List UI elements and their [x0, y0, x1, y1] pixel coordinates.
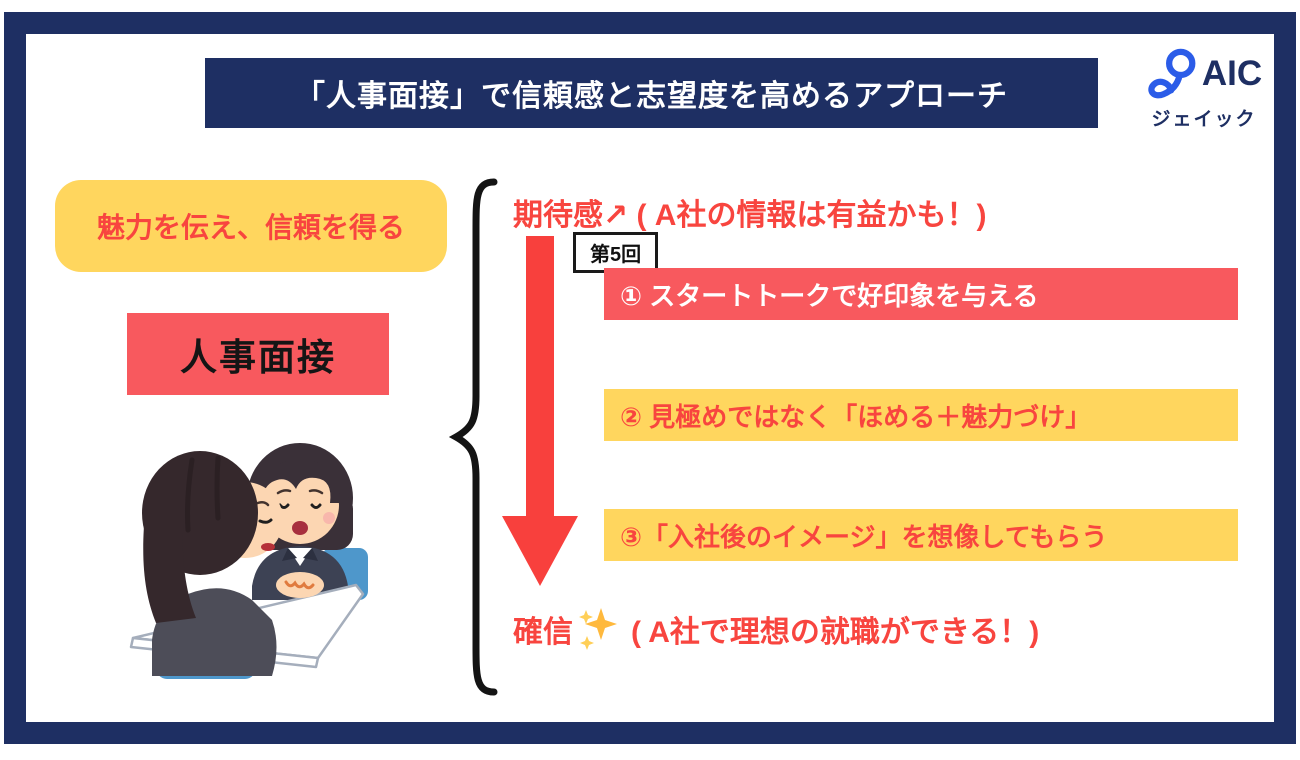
- step-bar-1: ① スタートトークで好印象を与える: [604, 268, 1238, 320]
- clasped-hands: [276, 572, 324, 598]
- interviewer-figure: [142, 451, 283, 676]
- confidence-rest: ( A社で理想の就職ができる！): [631, 616, 1040, 649]
- sparkles-icon: [579, 608, 617, 650]
- curly-brace: [448, 178, 498, 696]
- step-2-label: ② 見極めではなく「ほめる＋魅力づけ」: [620, 401, 1092, 432]
- logo-wordmark: AIC: [1201, 54, 1263, 93]
- step-bar-2: ② 見極めではなく「ほめる＋魅力づけ」: [604, 389, 1238, 441]
- step-3-label: ③「入社後のイメージ」を想像してもらう: [620, 521, 1108, 552]
- expectation-text: 期待感↗ ( A社の情報は有益かも！): [513, 199, 987, 232]
- step-1-label: ① スタートトークで好印象を与える: [620, 280, 1039, 311]
- subject-box: 人事面接: [127, 313, 389, 395]
- jaic-swoosh-icon: [1148, 48, 1196, 99]
- interview-illustration: [129, 443, 368, 679]
- round-badge: 第5回: [573, 232, 659, 273]
- confidence-word: 確信: [513, 616, 573, 649]
- step-bar-3: ③「入社後のイメージ」を想像してもらう: [604, 509, 1238, 561]
- goal-pill: 魅力を伝え、信頼を得る: [55, 180, 447, 272]
- jaic-logo: AIC ジェイック: [1124, 46, 1284, 131]
- outer-frame: [4, 12, 1296, 744]
- page-title: 「人事面接」で信頼感と志望度を高めるアプローチ: [295, 80, 1008, 113]
- confidence-text-row: 確信 ( A社で理想の就職ができる！): [513, 606, 1039, 652]
- logo-katakana: ジェイック: [1151, 109, 1257, 130]
- down-arrow-icon: [502, 236, 578, 586]
- goal-label: 魅力を伝え、信頼を得る: [96, 212, 405, 243]
- subject-label: 人事面接: [180, 337, 336, 378]
- jaic-logo-row: AIC: [1124, 46, 1284, 102]
- title-bar: 「人事面接」で信頼感と志望度を高めるアプローチ: [205, 58, 1098, 128]
